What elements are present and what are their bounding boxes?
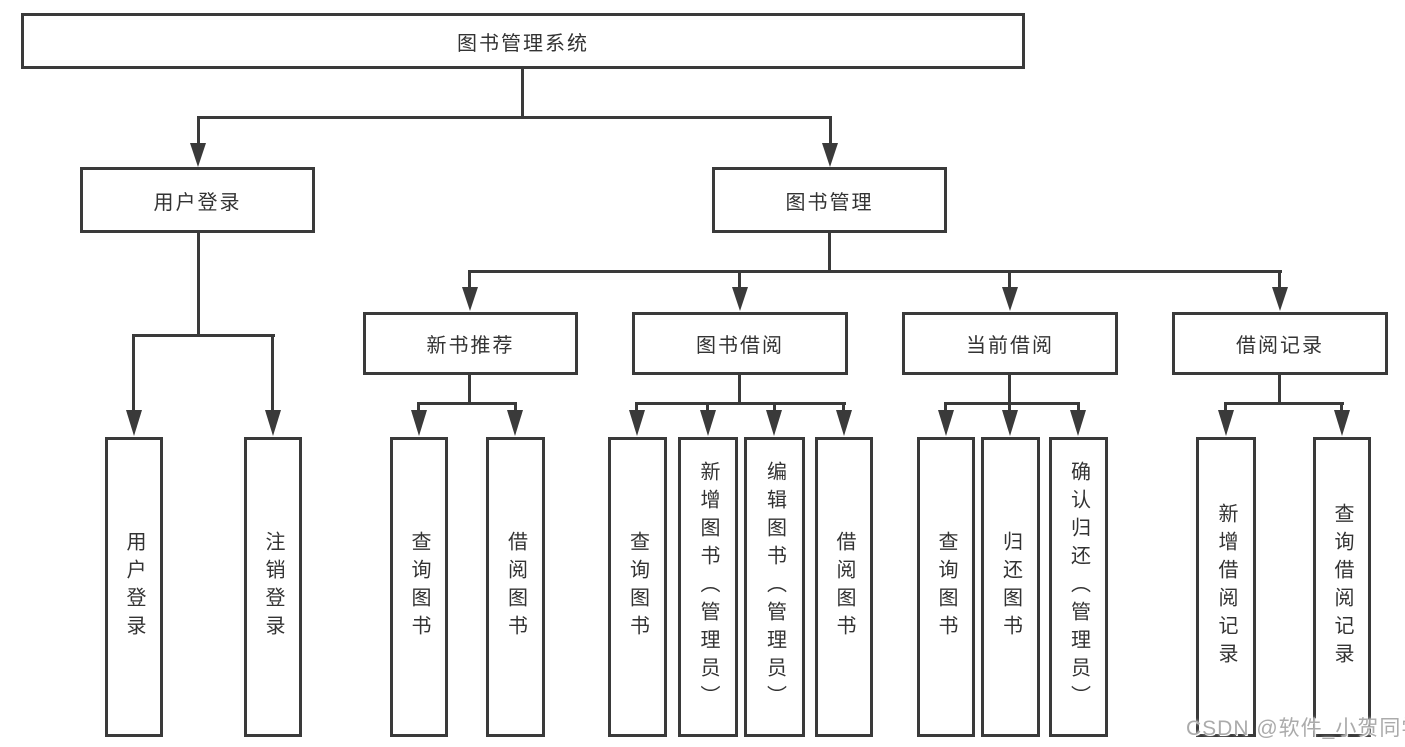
connector-vline (706, 402, 709, 412)
connector-hline (944, 402, 1080, 405)
connector-vline (514, 402, 517, 412)
arrow-down-icon (1070, 410, 1086, 436)
leaf-label: 用户登录 (123, 531, 145, 643)
node-user-login: 用户登录 (80, 167, 315, 233)
connector-vline (738, 373, 741, 404)
node-label: 用户登录 (153, 191, 242, 214)
connector-vline (1340, 402, 1343, 412)
connector-vline (1278, 373, 1281, 404)
connector-vline (271, 334, 274, 410)
leaf-label: 确认归还（管理员） (1067, 461, 1090, 713)
leaf-query-books-borrowing: 查询图书 (608, 437, 667, 737)
connector-vline (468, 270, 471, 288)
node-borrow-records: 借阅记录 (1172, 312, 1388, 375)
connector-vline (1008, 373, 1011, 404)
leaf-label: 借阅图书 (833, 531, 855, 643)
leaf-borrow-books-borrowing: 借阅图书 (815, 437, 873, 737)
leaf-label: 新增借阅记录 (1215, 503, 1237, 671)
arrow-down-icon (1334, 410, 1350, 436)
node-label: 图书管理 (785, 191, 874, 214)
leaf-label: 归还图书 (999, 531, 1022, 643)
arrow-down-icon (190, 143, 206, 167)
leaf-edit-book-admin: 编辑图书（管理员） (744, 437, 805, 737)
arrow-down-icon (265, 410, 281, 436)
connector-vline (738, 270, 741, 288)
arrow-down-icon (938, 410, 954, 436)
arrow-down-icon (700, 410, 716, 436)
leaf-query-books-recommend: 查询图书 (390, 437, 448, 737)
node-label: 新书推荐 (426, 335, 515, 357)
leaf-label: 编辑图书（管理员） (763, 461, 786, 713)
arrow-down-icon (836, 410, 852, 436)
leaf-query-borrow-record: 查询借阅记录 (1313, 437, 1371, 737)
connector-vline (468, 373, 471, 404)
leaf-confirm-return-admin: 确认归还（管理员） (1049, 437, 1108, 737)
node-current-borrowing: 当前借阅 (902, 312, 1118, 375)
leaf-user-login: 用户登录 (105, 437, 163, 737)
arrow-down-icon (732, 287, 748, 311)
connector-vline (197, 233, 200, 336)
leaf-label: 借阅图书 (504, 531, 527, 643)
arrow-down-icon (629, 410, 645, 436)
connector-vline (132, 334, 135, 410)
connector-vline (635, 402, 638, 412)
arrow-down-icon (1218, 410, 1234, 436)
connector-vline (944, 402, 947, 412)
leaf-label: 查询图书 (626, 531, 649, 643)
connector-vline (417, 402, 420, 412)
node-book-management: 图书管理 (712, 167, 947, 233)
arrow-down-icon (1002, 287, 1018, 311)
connector-vline (773, 402, 776, 412)
connector-hline (635, 402, 846, 405)
arrow-down-icon (766, 410, 782, 436)
leaf-label: 注销登录 (262, 531, 284, 643)
node-new-book-recommend: 新书推荐 (363, 312, 578, 375)
connector-hline (1224, 402, 1344, 405)
connector-vline (1077, 402, 1080, 412)
leaf-label: 新增图书（管理员） (697, 461, 719, 713)
connector-hline (468, 270, 1282, 273)
leaf-return-books: 归还图书 (981, 437, 1040, 737)
leaf-borrow-books-recommend: 借阅图书 (486, 437, 545, 737)
connector-vline (1278, 270, 1281, 288)
connector-vline (828, 233, 831, 272)
connector-hline (197, 116, 832, 119)
connector-vline (829, 116, 832, 146)
arrow-down-icon (1272, 287, 1288, 311)
arrow-down-icon (411, 410, 427, 436)
arrow-down-icon (126, 410, 142, 436)
csdn-watermark: CSDN @软件_小贺同学 (1186, 717, 1405, 740)
leaf-add-borrow-record: 新增借阅记录 (1196, 437, 1256, 737)
arrow-down-icon (507, 410, 523, 436)
leaf-label: 查询图书 (935, 531, 957, 643)
connector-hline (417, 402, 517, 405)
node-label: 当前借阅 (966, 335, 1054, 357)
arrow-down-icon (822, 143, 838, 167)
leaf-logout: 注销登录 (244, 437, 302, 737)
connector-vline (1008, 270, 1011, 288)
node-library-management-system: 图书管理系统 (21, 13, 1025, 69)
connector-vline (1224, 402, 1227, 412)
connector-vline (521, 69, 524, 119)
connector-hline (132, 334, 275, 337)
arrow-down-icon (1002, 410, 1018, 436)
connector-vline (842, 402, 845, 412)
leaf-add-book-admin: 新增图书（管理员） (678, 437, 738, 737)
node-label: 借阅记录 (1236, 335, 1324, 357)
connector-vline (1008, 402, 1011, 412)
node-book-borrowing: 图书借阅 (632, 312, 848, 375)
node-label: 图书管理系统 (457, 32, 589, 55)
connector-vline (197, 116, 200, 146)
leaf-query-books-current: 查询图书 (917, 437, 975, 737)
leaf-label: 查询图书 (408, 531, 430, 643)
node-label: 图书借阅 (696, 335, 784, 357)
leaf-label: 查询借阅记录 (1331, 503, 1353, 671)
arrow-down-icon (462, 287, 478, 311)
